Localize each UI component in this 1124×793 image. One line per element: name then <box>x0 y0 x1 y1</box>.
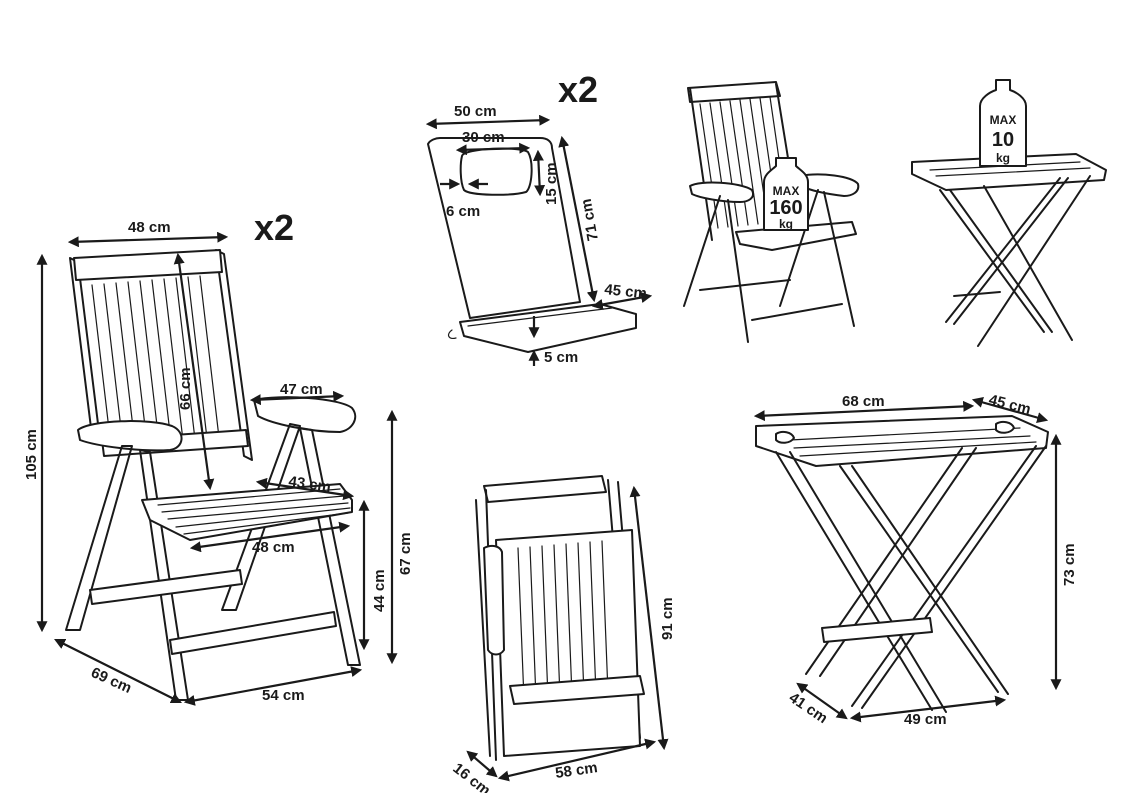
chair-seat-width-label: 48 cm <box>252 539 295 556</box>
chair-arm-height-label: 67 cm <box>397 532 414 575</box>
chair-seat-height-label: 44 cm <box>371 569 388 612</box>
cushion-width-label: 50 cm <box>454 103 497 120</box>
table-load-unit-label: kg <box>996 151 1010 165</box>
chair-width-top-label: 48 cm <box>128 219 171 236</box>
table-tray-width-label: 68 cm <box>842 393 885 410</box>
cushion-pillow-height-label: 15 cm <box>543 162 560 205</box>
cushion-drawing <box>427 137 637 353</box>
loaded-table-drawing <box>911 153 1107 347</box>
chair-width-base-label: 54 cm <box>262 687 305 704</box>
cushion-thickness-label: 5 cm <box>544 349 578 366</box>
folded-chair-thickness-label: 16 cm <box>450 760 494 793</box>
chair-depth-base-label: 69 cm <box>88 664 134 697</box>
table-load-weight: MAX 10 kg <box>979 79 1027 167</box>
cushion-depth-label: 45 cm <box>604 281 648 302</box>
table-load-value-label: 10 <box>992 129 1014 151</box>
chair-armrest-label: 47 cm <box>280 381 323 398</box>
chair-load-unit-label: kg <box>779 217 793 231</box>
table-base-depth-label: 41 cm <box>786 689 831 727</box>
table-drawing <box>755 415 1049 713</box>
table-tray-depth-label: 45 cm <box>987 391 1032 418</box>
chair-height-total-label: 105 cm <box>23 429 40 480</box>
chair-seat-depth-label: 43 cm <box>287 473 331 496</box>
chair-back-height-label: 66 cm <box>177 367 194 410</box>
chair-load-value-label: 160 <box>769 197 802 219</box>
folded-chair-dimensions: 91 cm 16 cm 58 cm <box>450 485 676 793</box>
cushion-pillow-width-label: 30 cm <box>462 129 505 146</box>
chair-load-max-label: MAX <box>773 184 800 198</box>
cushion-dimensions: 50 cm 30 cm 15 cm 6 cm 71 cm 45 cm 5 cm … <box>425 69 653 366</box>
cushion-multiplier: x2 <box>558 69 598 110</box>
folded-chair-width-label: 58 cm <box>554 759 598 782</box>
loaded-chair-drawing <box>683 81 860 343</box>
chair-multiplier: x2 <box>254 207 294 248</box>
table-base-width-label: 49 cm <box>904 711 947 728</box>
chair-load-weight: MAX 160 kg <box>763 157 809 231</box>
cushion-strap-label: 6 cm <box>446 203 480 220</box>
table-height-label: 73 cm <box>1061 543 1078 586</box>
folded-chair-drawing <box>475 475 645 761</box>
chair-drawing <box>65 249 361 701</box>
chair-dimensions: 48 cm 105 cm 66 cm 47 cm 43 cm 48 cm 44 … <box>23 207 414 706</box>
folded-chair-height-label: 91 cm <box>659 597 676 640</box>
table-load-max-label: MAX <box>990 113 1017 127</box>
